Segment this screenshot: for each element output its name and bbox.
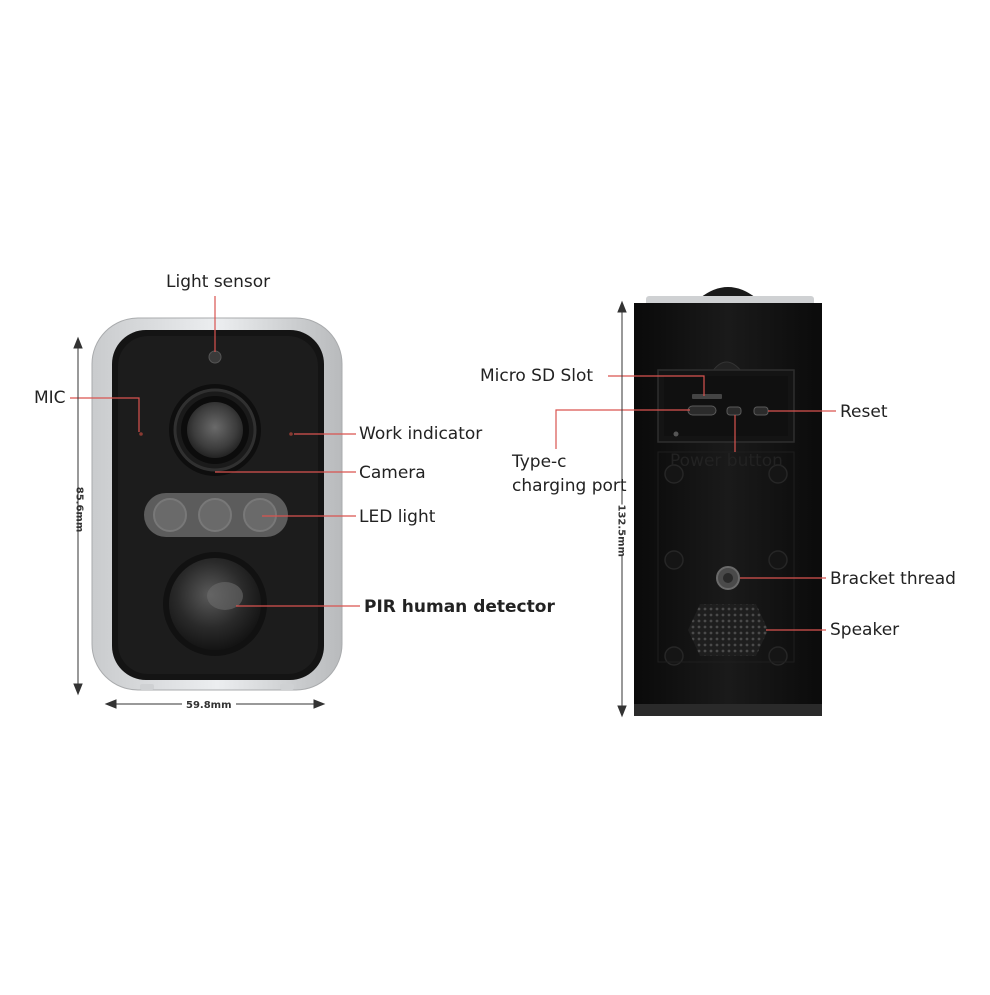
front-height-dimension: 85.6mm [73,486,85,533]
micro-sd-slot [692,394,722,399]
bracket-thread-label: Bracket thread [830,569,956,589]
work-indicator-dot [289,432,293,436]
reset-slot [753,406,769,416]
type-c-port [687,405,717,416]
reset-label: Reset [840,402,888,422]
front-width-dimension: 59.8mm [182,700,236,711]
camera-lens [169,384,261,476]
type-c-label-line1: Type-c [512,452,567,472]
mic-label: MIC [34,388,66,408]
back-leader-lines [555,375,836,631]
led-light-label: LED light [359,507,436,527]
light-sensor-label: Light sensor [166,272,271,292]
led-light-bar [144,493,288,537]
speaker-label: Speaker [830,620,900,640]
mic-dot [139,432,143,436]
power-button-slot [726,406,742,416]
pir-label: PIR human detector [364,597,555,617]
power-button-label: Power button [670,451,783,471]
back-camera-device [634,287,822,716]
front-camera-device [91,317,343,691]
micro-sd-label: Micro SD Slot [480,366,594,386]
camera-label: Camera [359,463,426,483]
work-indicator-label: Work indicator [359,424,483,444]
pir-sensor [163,552,267,656]
speaker-grille [688,604,768,656]
light-sensor-dot [208,350,222,364]
bracket-thread [716,566,740,590]
front-leader-lines [70,296,360,607]
type-c-label-line2: charging port [512,476,627,496]
back-height-dimension: 132.5mm [615,504,627,557]
